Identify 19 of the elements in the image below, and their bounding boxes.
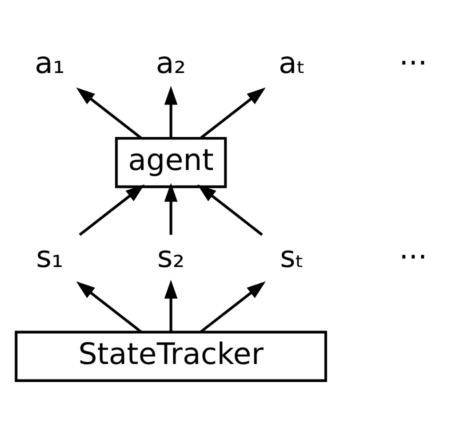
node-text: s₂ <box>157 240 185 274</box>
arrow <box>76 86 142 138</box>
arrow <box>76 280 142 332</box>
node-text: a₁ <box>34 46 65 80</box>
node-text: sₜ <box>280 240 304 274</box>
arrow <box>164 182 178 234</box>
arrow <box>200 86 266 138</box>
arrow <box>164 279 178 332</box>
node-text: s₁ <box>36 240 64 274</box>
arrow <box>197 184 263 236</box>
arrow <box>164 85 178 138</box>
arrow <box>200 280 266 332</box>
node-box: StateTracker <box>14 330 328 382</box>
label: ··· <box>399 240 428 274</box>
arrow <box>78 184 145 236</box>
node-text: aₜ <box>278 46 306 80</box>
label: ··· <box>399 46 428 80</box>
node-text: a₂ <box>156 46 186 80</box>
node-box: agent <box>115 136 227 188</box>
